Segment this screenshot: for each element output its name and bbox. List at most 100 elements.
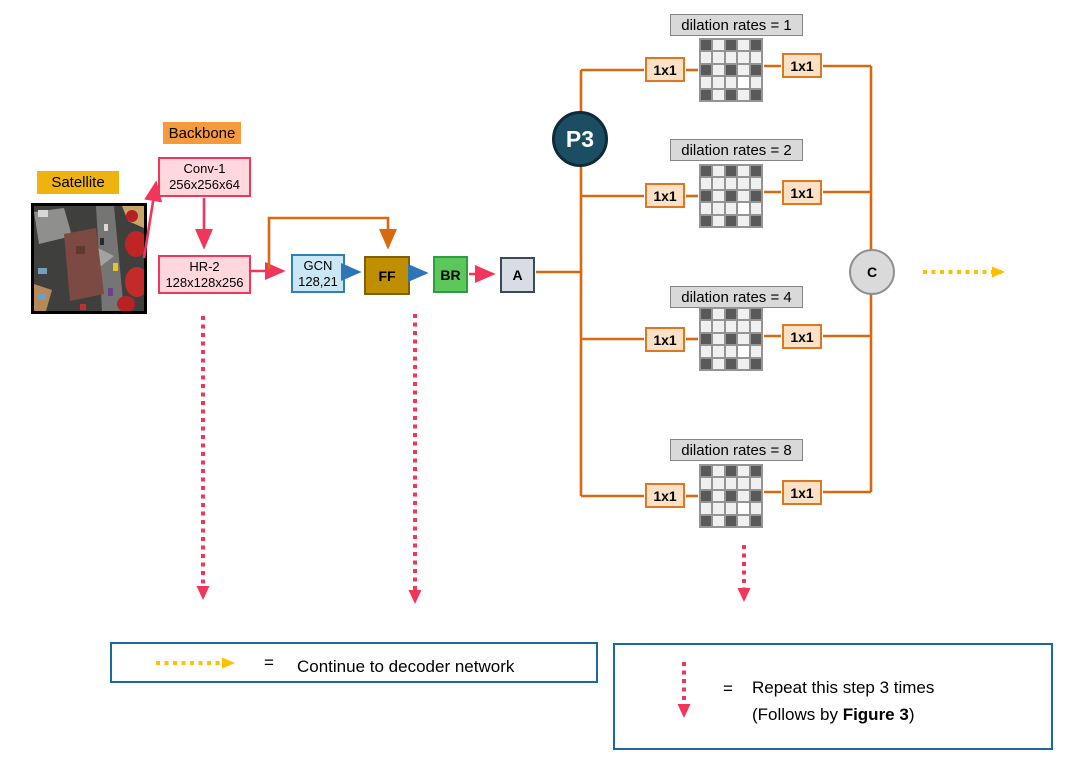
legend-repeat-line2-suffix: ) [908,705,915,724]
kernel-cell [738,40,749,51]
br-box: BR [433,256,468,293]
kernel-cell [750,466,761,477]
legend-repeat-line2-prefix: (Follows by [752,705,843,724]
kernel-cell [701,89,712,100]
kernel-cell [713,178,724,189]
kernel-cell [713,89,724,100]
kernel-cell [738,309,749,320]
kernel-cell [725,515,737,526]
kernel-cell [738,321,749,332]
kernel-cell [738,190,749,202]
kernel-cell [701,466,712,477]
conv-1x1-in-1: 1x1 [645,57,685,82]
dilated-kernel-grid-2 [699,164,763,228]
legend-decoder-text: Continue to decoder network [297,657,515,676]
kernel-cell [738,203,749,214]
kernel-cell [750,64,761,76]
kernel-cell [750,321,761,332]
conv-1x1-in-4: 1x1 [645,483,685,508]
kernel-cell [713,215,724,226]
legend-repeat-line1: Repeat this step 3 times [752,678,935,697]
legend-repeat-figure-ref: Figure 3 [842,705,909,724]
kernel-cell [738,52,749,63]
gcn-params: 128,21 [298,273,338,289]
kernel-cell [725,40,737,51]
kernel-cell [725,321,737,332]
kernel-cell [701,309,712,320]
yellow-dotted-arrows [156,266,1005,669]
kernel-cell [713,203,724,214]
kernel-cell [701,178,712,189]
kernel-cell [713,346,724,357]
kernel-cell [725,178,737,189]
kernel-cell [725,166,737,177]
kernel-cell [701,203,712,214]
dilated-kernel-grid-1 [699,38,763,102]
dilation-rate-label-3: dilation rates = 4 [670,286,803,308]
kernel-cell [701,64,712,76]
kernel-cell [725,89,737,100]
legend-equals: = [723,679,733,698]
dilated-kernel-grid-3 [699,307,763,371]
satellite-photo-art [34,206,144,311]
kernel-cell [713,515,724,526]
kernel-cell [738,178,749,189]
kernel-cell [738,358,749,369]
conv-1x1-out-3: 1x1 [782,324,822,349]
kernel-cell [701,478,712,489]
kernel-cell [713,40,724,51]
kernel-cell [701,190,712,202]
kernel-cell [725,190,737,202]
kernel-cell [725,203,737,214]
kernel-cell [713,52,724,63]
kernel-cell [738,346,749,357]
kernel-cell [713,190,724,202]
kernel-cell [750,478,761,489]
kernel-cell [750,309,761,320]
kernel-cell [725,309,737,320]
kernel-cell [713,64,724,76]
kernel-cell [713,309,724,320]
kernel-cell [725,52,737,63]
kernel-cell [725,478,737,489]
conv-1x1-out-2: 1x1 [782,180,822,205]
kernel-cell [713,503,724,514]
kernel-cell [738,166,749,177]
dilated-kernel-grid-4 [699,464,763,528]
kernel-cell [713,478,724,489]
conv1-name: Conv-1 [183,161,226,176]
kernel-cell [738,333,749,345]
kernel-cell [725,358,737,369]
conv-1x1-out-4: 1x1 [782,480,822,505]
kernel-cell [701,166,712,177]
kernel-cell [701,515,712,526]
kernel-cell [750,190,761,202]
kernel-cell [713,466,724,477]
legend-repeat-box: = Repeat this step 3 times (Follows by F… [613,643,1053,750]
kernel-cell [725,503,737,514]
kernel-cell [701,40,712,51]
kernel-cell [738,490,749,502]
kernel-cell [713,358,724,369]
kernel-cell [725,490,737,502]
dilation-rate-label-4: dilation rates = 8 [670,439,803,461]
kernel-cell [750,89,761,100]
conv-1x1-in-3: 1x1 [645,327,685,352]
kernel-cell [725,333,737,345]
kernel-cell [738,478,749,489]
kernel-cell [750,77,761,88]
kernel-cell [701,358,712,369]
kernel-cell [701,333,712,345]
kernel-cell [750,490,761,502]
conv-1x1-out-1: 1x1 [782,53,822,78]
legend-repeat-text: Repeat this step 3 times (Follows by Fig… [752,674,934,728]
kernel-cell [725,466,737,477]
kernel-cell [701,503,712,514]
kernel-cell [725,346,737,357]
kernel-cell [701,215,712,226]
kernel-cell [738,77,749,88]
kernel-cell [738,215,749,226]
kernel-cell [713,490,724,502]
kernel-cell [738,503,749,514]
concat-node: C [849,249,895,295]
